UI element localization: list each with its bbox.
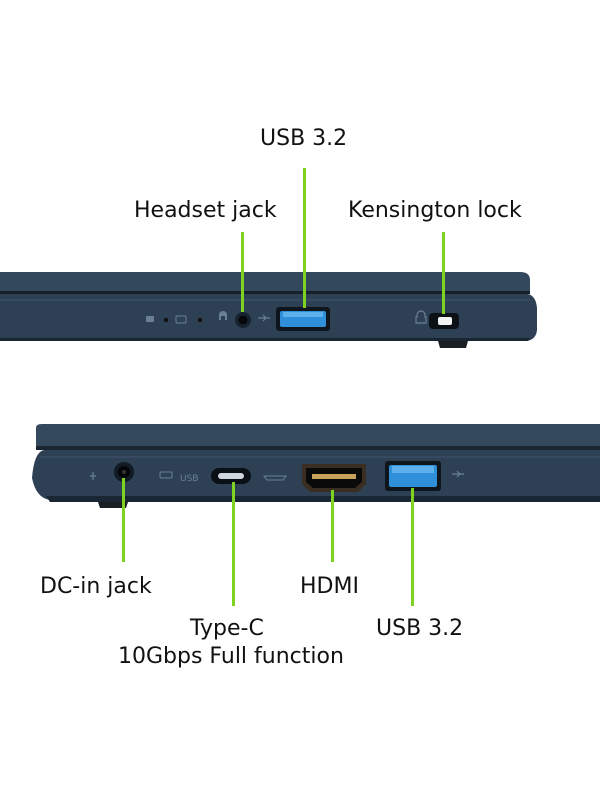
usb-label-top: USB 3.2 bbox=[260, 126, 348, 151]
leader-headset bbox=[241, 232, 244, 312]
leader-type-c bbox=[232, 482, 235, 606]
status-led-icons bbox=[146, 311, 227, 324]
laptop-right-side bbox=[0, 272, 537, 348]
leader-dc-in bbox=[122, 478, 125, 562]
hdmi-port bbox=[302, 464, 366, 492]
hdmi-label: HDMI bbox=[300, 574, 359, 599]
leader-usb-top bbox=[303, 168, 306, 308]
dc-in-jack-label: DC-in jack bbox=[40, 574, 152, 599]
leader-kensington bbox=[442, 232, 445, 314]
type-c-sublabel: 10Gbps Full function bbox=[118, 644, 344, 669]
usb-a-port-bottom bbox=[385, 461, 441, 491]
leader-hdmi bbox=[331, 490, 334, 562]
usb-c-port bbox=[211, 468, 251, 484]
kensington-lock-slot bbox=[429, 313, 459, 329]
type-c-label: Type-C bbox=[190, 616, 264, 641]
laptop-left-side: USB bbox=[32, 424, 600, 508]
svg-text:USB: USB bbox=[180, 474, 198, 484]
leader-usb-bottom bbox=[411, 488, 414, 606]
usb-a-port-top bbox=[276, 307, 330, 331]
dc-in-jack bbox=[114, 462, 134, 482]
kensington-lock-label: Kensington lock bbox=[348, 198, 522, 223]
usb-label-bottom: USB 3.2 bbox=[376, 616, 464, 641]
headset-jack-label: Headset jack bbox=[134, 198, 277, 223]
headset-jack bbox=[235, 312, 251, 328]
